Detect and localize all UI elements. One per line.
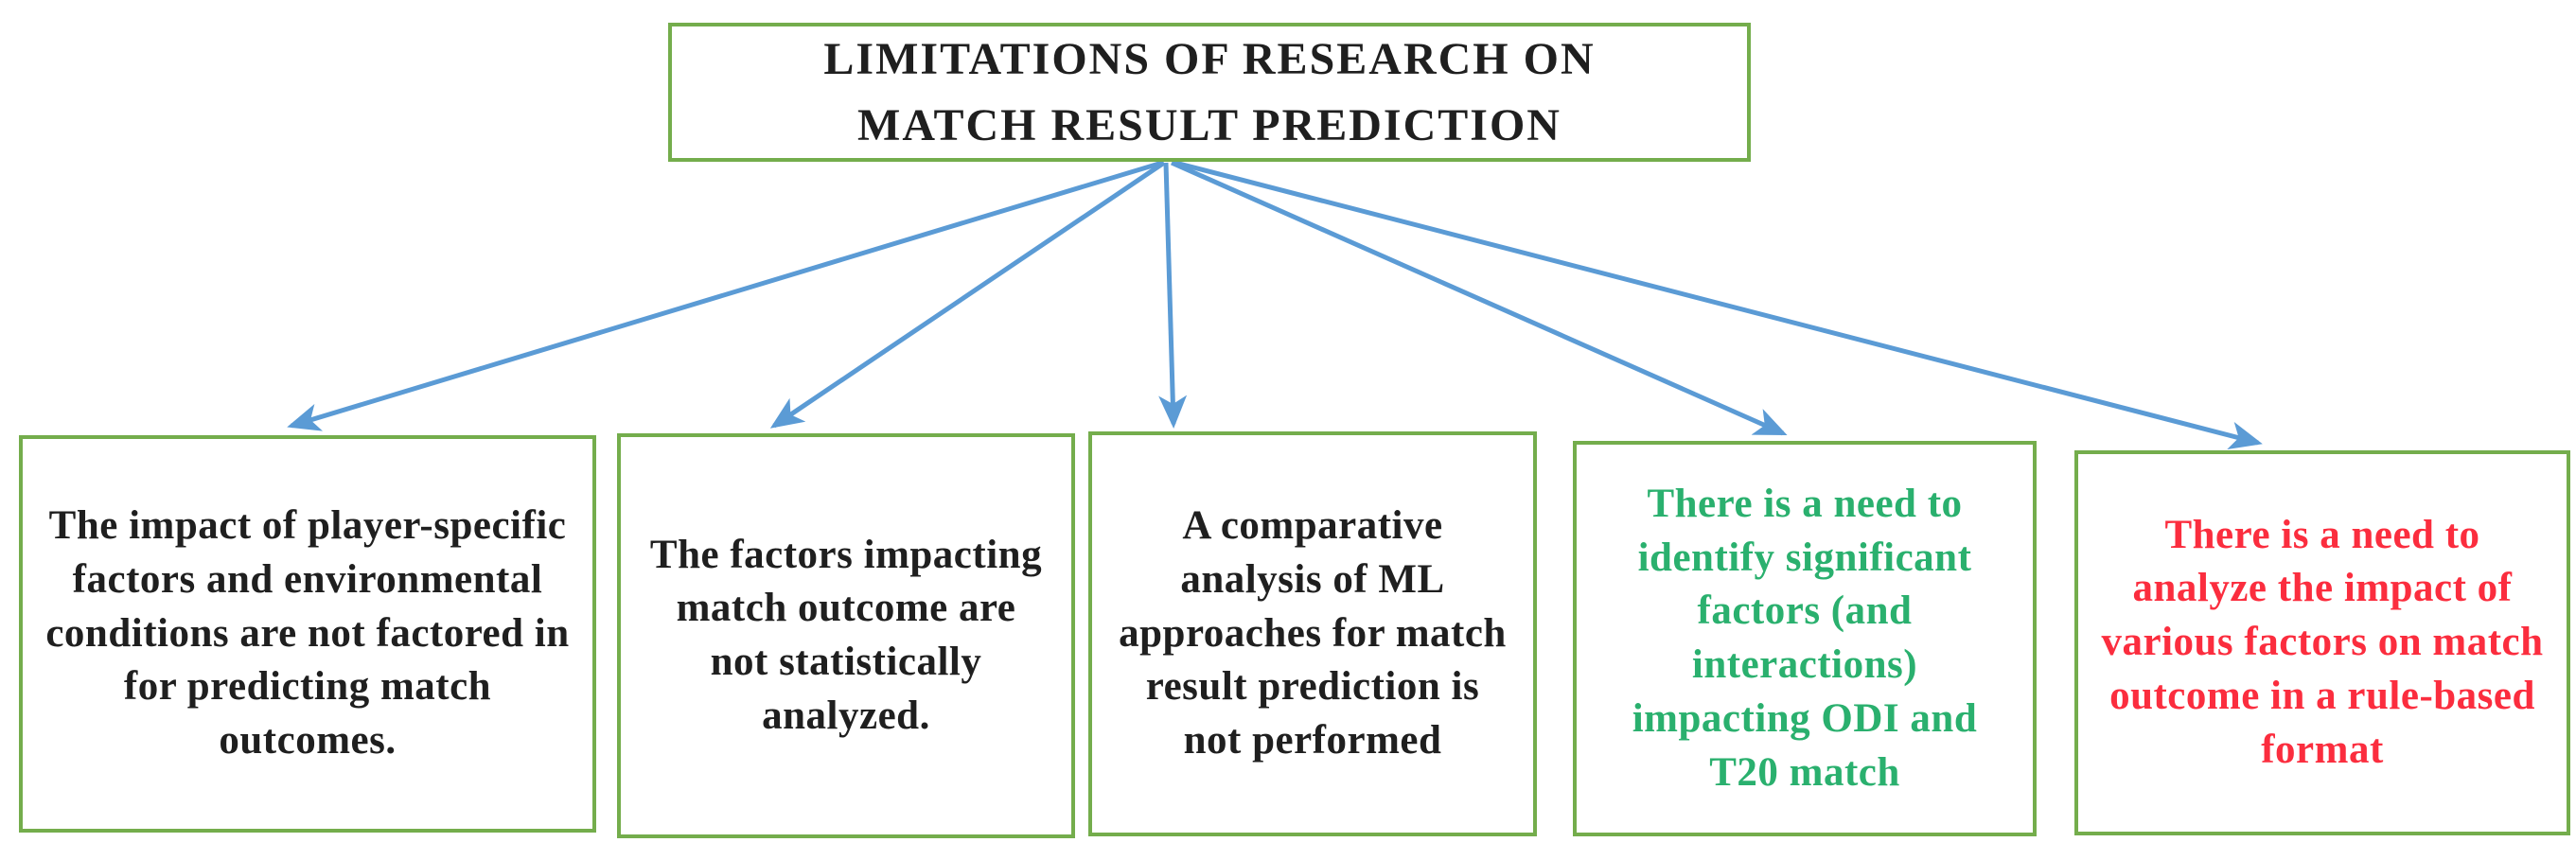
- limitation-box-4: There is a need to identify significant …: [1573, 441, 2037, 836]
- diagram-title: LIMITATIONS OF RESEARCH ON MATCH RESULT …: [823, 33, 1596, 150]
- arrow-to-limitation-4: [1170, 160, 1788, 436]
- limitation-box-5-text: There is a need to analyze the impact of…: [2101, 512, 2544, 772]
- limitation-box-1: The impact of player-specific factors an…: [19, 435, 596, 833]
- title-box: LIMITATIONS OF RESEARCH ON MATCH RESULT …: [668, 23, 1751, 162]
- limitation-box-2: The factors impacting match outcome are …: [617, 433, 1075, 838]
- limitation-box-3: A comparative analysis of ML approaches …: [1088, 431, 1537, 836]
- arrow-to-limitation-3: [1158, 162, 1188, 429]
- limitation-box-3-text: A comparative analysis of ML approaches …: [1119, 503, 1507, 763]
- limitation-box-1-text: The impact of player-specific factors an…: [45, 503, 570, 763]
- limitation-box-5: There is a need to analyze the impact of…: [2074, 450, 2570, 835]
- limitation-box-2-text: The factors impacting match outcome are …: [649, 532, 1043, 738]
- limitation-box-4-text: There is a need to identify significant …: [1632, 481, 1978, 795]
- arrow-to-limitation-2: [769, 160, 1166, 429]
- arrow-to-limitation-5: [1174, 160, 2263, 450]
- arrow-to-limitation-1: [287, 160, 1163, 431]
